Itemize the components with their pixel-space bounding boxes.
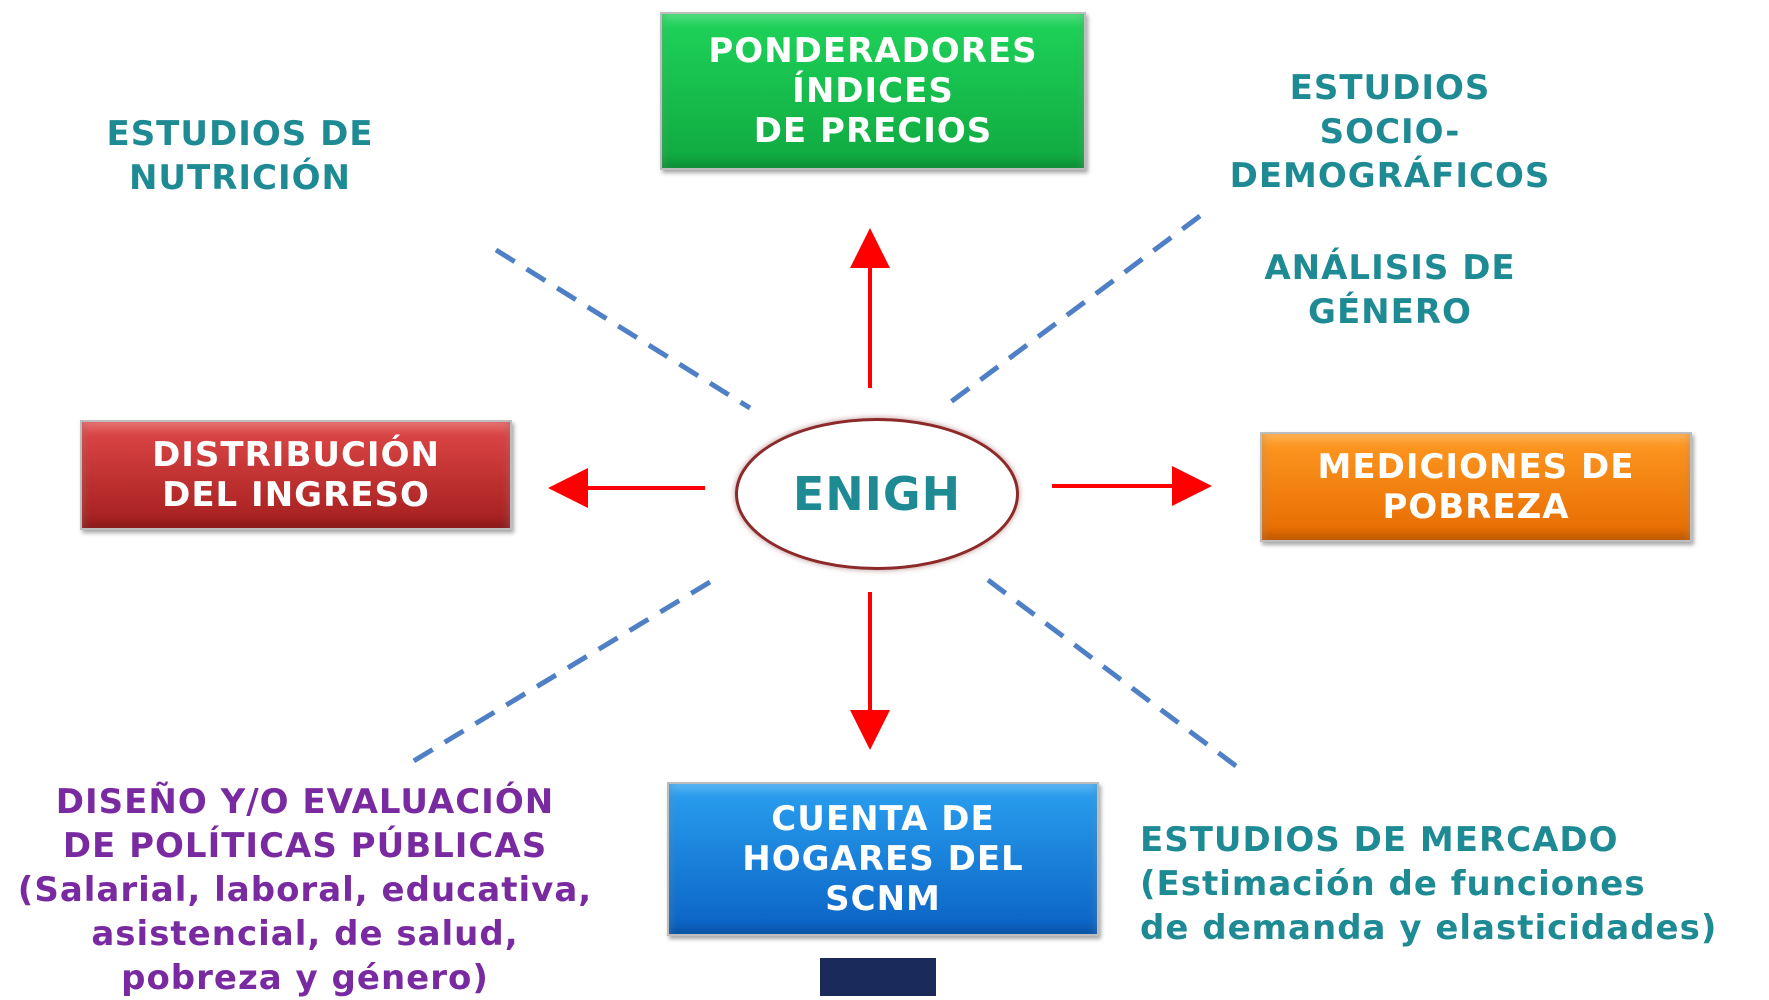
box-cuenta-hogares: CUENTA DE HOGARES DEL SCNM — [667, 782, 1099, 936]
dashed-line-bottom-right — [986, 578, 1238, 768]
text-analisis-genero: ANÁLISIS DE GÉNERO — [1264, 248, 1516, 332]
text-estudios-sociodemograficos: ESTUDIOS SOCIO- DEMOGRÁFICOS — [1229, 68, 1551, 196]
box-ponderadores: PONDERADORES ÍNDICES DE PRECIOS — [660, 12, 1086, 170]
center-label: ENIGH — [792, 467, 962, 521]
dashed-line-top-right — [946, 213, 1202, 407]
box-distribucion-ingreso: DISTRIBUCIÓN DEL INGRESO — [80, 420, 512, 530]
box-mediciones-pobreza: MEDICIONES DE POBREZA — [1260, 432, 1692, 542]
center-node: ENIGH — [735, 418, 1019, 570]
text-estudios-mercado: ESTUDIOS DE MERCADO (Estimación de funci… — [1140, 820, 1718, 948]
text-estudios-nutricion: ESTUDIOS DE NUTRICIÓN — [106, 114, 374, 198]
dashed-line-top-left — [494, 247, 752, 411]
inegi-logo — [820, 958, 936, 996]
text-politicas-publicas: DISEÑO Y/O EVALUACIÓN DE POLÍTICAS PÚBLI… — [17, 782, 593, 998]
dashed-line-bottom-left — [410, 579, 712, 765]
